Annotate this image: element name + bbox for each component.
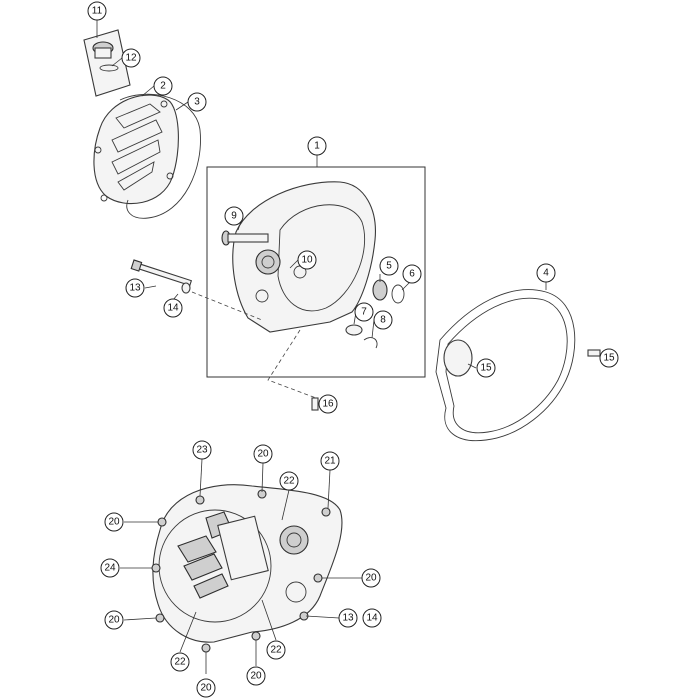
svg-text:14: 14 (366, 613, 378, 624)
svg-text:24: 24 (104, 563, 116, 574)
bolt-13 (130, 259, 193, 287)
callout-7[interactable]: 7 (354, 302, 374, 322)
leader-lines (96, 20, 601, 674)
svg-text:22: 22 (270, 645, 282, 656)
callout-16[interactable]: 16 (318, 394, 338, 414)
oil-plug-group (83, 29, 131, 97)
cover-mesh-window (217, 515, 269, 581)
callout-15-gasket[interactable]: 15 (476, 358, 496, 378)
callout-22-bottom-right[interactable]: 22 (266, 640, 286, 660)
callout-12[interactable]: 12 (121, 48, 141, 68)
callout-8[interactable]: 8 (373, 310, 393, 330)
svg-text:10: 10 (301, 255, 313, 266)
svg-text:3: 3 (194, 97, 200, 108)
callout-22-top[interactable]: 22 (279, 471, 299, 491)
callout-1[interactable]: 1 (307, 136, 327, 156)
callout-13-lower[interactable]: 13 (338, 608, 358, 628)
svg-text:20: 20 (365, 573, 377, 584)
circlip-6 (391, 284, 405, 304)
callout-2[interactable]: 2 (153, 76, 173, 96)
oil-plug-body (94, 47, 112, 59)
callout-9[interactable]: 9 (224, 206, 244, 226)
bolt-16-axis-line (267, 329, 317, 399)
seal-5 (372, 279, 388, 301)
seal-7 (345, 324, 363, 336)
svg-text:7: 7 (361, 307, 367, 318)
svg-text:5: 5 (386, 261, 392, 272)
callout-14-upper[interactable]: 14 (163, 298, 183, 318)
svg-text:12: 12 (125, 53, 137, 64)
callout-20-left-bottom[interactable]: 20 (104, 610, 124, 630)
callout-10[interactable]: 10 (297, 250, 317, 270)
bolt-15 (587, 349, 601, 357)
assembled-clutch-cover (151, 484, 343, 653)
outer-cover-gasket (119, 93, 201, 219)
bolt-axis-line (191, 291, 263, 321)
callout-24[interactable]: 24 (100, 558, 120, 578)
svg-text:4: 4 (543, 268, 549, 279)
svg-text:23: 23 (196, 445, 208, 456)
svg-text:15: 15 (480, 363, 492, 374)
callout-3[interactable]: 3 (187, 92, 207, 112)
callout-5[interactable]: 5 (379, 256, 399, 276)
callout-6[interactable]: 6 (402, 264, 422, 284)
callout-13-upper[interactable]: 13 (125, 278, 145, 298)
part-1-frame (206, 166, 426, 378)
callout-23[interactable]: 23 (192, 440, 212, 460)
svg-text:8: 8 (380, 315, 386, 326)
svg-text:11: 11 (92, 6, 103, 17)
svg-text:6: 6 (409, 269, 415, 280)
o-ring-12 (99, 64, 119, 72)
svg-text:20: 20 (200, 683, 212, 694)
svg-text:22: 22 (174, 657, 186, 668)
callout-20-bottom-right[interactable]: 20 (246, 666, 266, 686)
callout-4[interactable]: 4 (536, 263, 556, 283)
callout-21[interactable]: 21 (320, 451, 340, 471)
circlip-8 (363, 337, 378, 349)
bolt-16 (311, 397, 319, 411)
svg-text:21: 21 (324, 456, 336, 467)
callout-11[interactable]: 11 (87, 1, 107, 21)
outer-clutch-cover (93, 94, 179, 205)
svg-text:20: 20 (108, 615, 120, 626)
callout-20-right[interactable]: 20 (361, 568, 381, 588)
svg-text:2: 2 (160, 81, 166, 92)
svg-text:9: 9 (231, 211, 237, 222)
svg-text:1: 1 (314, 141, 320, 152)
washer-14 (181, 282, 191, 294)
svg-text:20: 20 (108, 517, 120, 528)
water-pump-housing (279, 525, 309, 555)
gasket-window (443, 339, 473, 377)
svg-text:20: 20 (250, 671, 262, 682)
clutch-cover-gasket (435, 289, 576, 442)
svg-text:16: 16 (322, 399, 334, 410)
svg-text:20: 20 (257, 449, 269, 460)
svg-text:22: 22 (283, 476, 295, 487)
callout-14-lower[interactable]: 14 (362, 608, 382, 628)
callout-20-top[interactable]: 20 (253, 444, 273, 464)
callout-20-bottom[interactable]: 20 (196, 678, 216, 698)
svg-text:13: 13 (342, 613, 354, 624)
svg-text:15: 15 (603, 353, 615, 364)
svg-text:14: 14 (167, 303, 179, 314)
outer-cover-shell (93, 94, 179, 205)
callout-20-left-top[interactable]: 20 (104, 512, 124, 532)
svg-text:13: 13 (129, 283, 141, 294)
callout-22-bottom-left[interactable]: 22 (170, 652, 190, 672)
callout-15-right[interactable]: 15 (599, 348, 619, 368)
